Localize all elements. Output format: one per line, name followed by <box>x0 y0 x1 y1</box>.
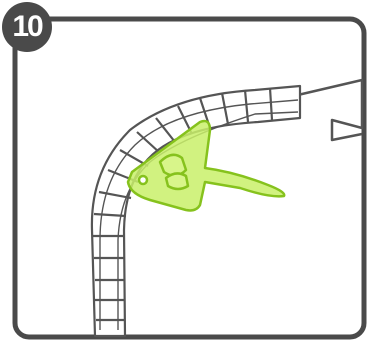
desk-edge <box>254 78 364 142</box>
wrap-tool <box>126 119 286 212</box>
step-number-badge: 10 <box>2 2 52 52</box>
